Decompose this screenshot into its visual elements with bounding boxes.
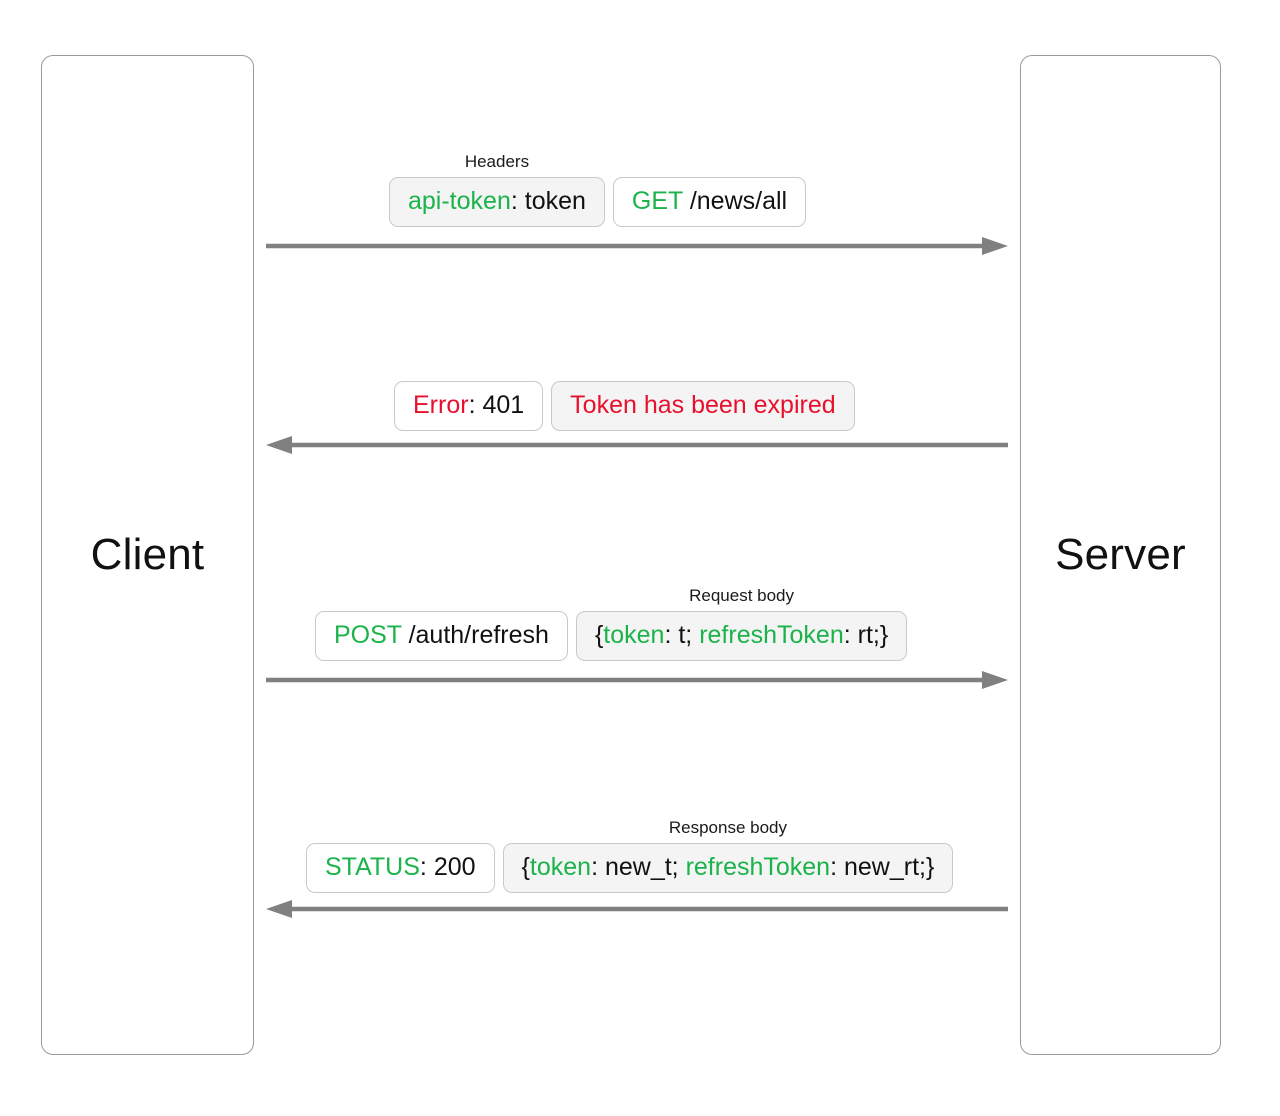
message-4-chip-body[interactable]: {token: new_t; refreshToken: new_rt;} <box>502 843 954 893</box>
message-group-1: Headers api-token: token GET /news/all <box>389 152 807 227</box>
message-4-chip-status[interactable]: STATUS: 200 <box>306 843 495 893</box>
message-3-body-brace-open: { <box>594 621 604 649</box>
message-3-secondary-chip-column: Request body {token: t; refreshToken: rt… <box>575 586 908 661</box>
message-4-body-key-token: token <box>529 853 592 881</box>
message-1-http-path: /news/all <box>682 187 788 215</box>
message-4-caption: Response body <box>668 818 787 837</box>
arrow-client-to-server-2 <box>266 671 1008 689</box>
message-4-status-code: : 200 <box>419 853 476 881</box>
arrow-client-to-server-1 <box>266 237 1008 255</box>
message-4-body-value-refresh-token: : new_rt;} <box>830 853 935 881</box>
message-3-caption: Request body <box>689 586 795 605</box>
message-2-error-text: Token has been expired <box>570 391 836 419</box>
message-1-secondary-chip-column: GET /news/all <box>612 177 807 227</box>
message-1-chip-headers-key: api-token <box>408 187 511 215</box>
message-3-body-value-refresh-token: : rt;} <box>843 621 889 649</box>
arrow-server-to-client-1 <box>266 436 1008 454</box>
message-4-body-value-token: : new_t; <box>591 853 686 881</box>
message-4-status-label: STATUS <box>325 853 420 881</box>
message-2-chip-error-message[interactable]: Token has been expired <box>551 381 855 431</box>
message-4-secondary-chip-column: Response body {token: new_t; refreshToke… <box>502 818 954 893</box>
lifeline-server-label: Server <box>1055 530 1186 579</box>
message-2-secondary-chip-column: Token has been expired <box>551 381 855 431</box>
message-1-primary-chip-column: Headers api-token: token <box>389 152 605 227</box>
message-4-body-key-refresh-token: refreshToken <box>685 853 831 881</box>
message-3-body-value-token: : t; <box>664 621 700 649</box>
arrow-server-to-client-2 <box>266 900 1008 918</box>
message-4-body-brace-open: { <box>521 853 530 881</box>
message-4-primary-chip-column: STATUS: 200 <box>306 843 495 893</box>
message-3-chip-request[interactable]: POST /auth/refresh <box>315 611 568 661</box>
message-1-chip-headers-value: : token <box>510 187 586 215</box>
message-3-http-path: /auth/refresh <box>401 621 549 649</box>
message-2-chip-error[interactable]: Error: 401 <box>394 381 544 431</box>
message-group-4: STATUS: 200 Response body {token: new_t;… <box>306 818 954 893</box>
message-1-chip-request[interactable]: GET /news/all <box>612 177 807 227</box>
lifeline-server: Server <box>1020 55 1221 1055</box>
message-2-primary-chip-column: Error: 401 <box>394 381 544 431</box>
message-group-2: Error: 401 Token has been expired <box>394 381 855 431</box>
lifeline-client-label: Client <box>90 530 205 579</box>
message-2-error-code: : 401 <box>468 391 525 419</box>
message-1-caption: Headers <box>464 152 530 171</box>
message-3-body-key-refresh-token: refreshToken <box>699 621 844 649</box>
lifeline-client: Client <box>41 55 254 1055</box>
message-3-primary-chip-column: POST /auth/refresh <box>315 611 568 661</box>
message-1-http-method: GET <box>631 187 683 215</box>
message-3-http-method: POST <box>334 621 402 649</box>
message-2-error-label: Error <box>413 391 469 419</box>
message-3-body-key-token: token <box>603 621 665 649</box>
message-1-chip-headers[interactable]: api-token: token <box>389 177 605 227</box>
message-3-chip-body[interactable]: {token: t; refreshToken: rt;} <box>575 611 908 661</box>
message-group-3: POST /auth/refresh Request body {token: … <box>315 586 908 661</box>
